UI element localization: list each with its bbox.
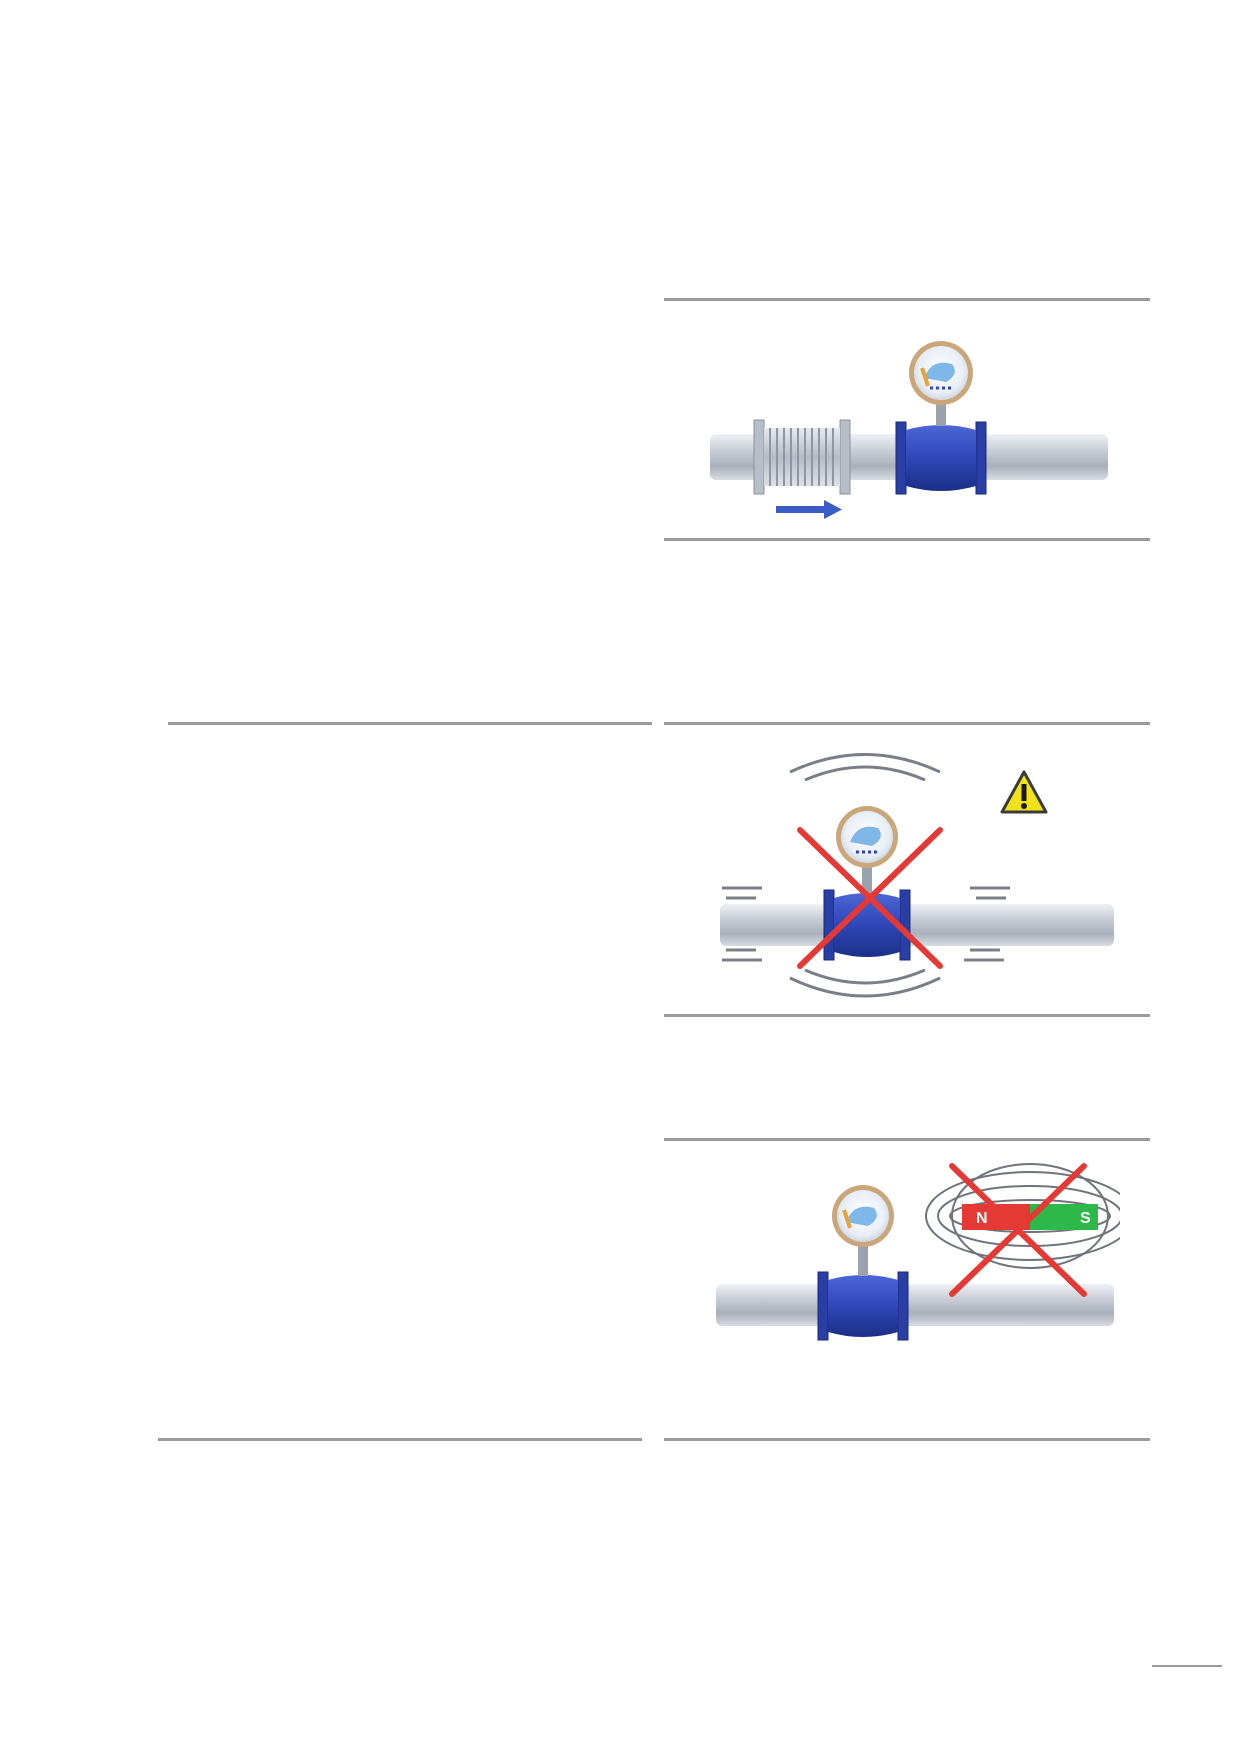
page-corner-mark xyxy=(1152,1665,1222,1667)
flow-meter-icon xyxy=(823,806,911,961)
bellows-icon xyxy=(753,419,851,495)
warning-icon xyxy=(1000,770,1048,814)
magnet-north-label: N xyxy=(976,1210,988,1227)
figure-vibration-warning xyxy=(700,742,1120,1008)
divider-fig3-top xyxy=(664,1138,1150,1141)
red-cross-icon xyxy=(797,827,943,969)
divider-fig2-bottom xyxy=(664,1014,1150,1017)
divider-fig3-bottom xyxy=(664,1438,1150,1441)
flow-meter-icon xyxy=(895,341,987,495)
flow-meter-icon xyxy=(817,1185,909,1341)
figure-magnetic-field-warning: N S xyxy=(700,1152,1120,1352)
pipe xyxy=(716,1284,1114,1326)
magnet-south-label: S xyxy=(1080,1210,1091,1227)
magnetic-field-lines xyxy=(925,1163,1120,1269)
divider-top-right xyxy=(664,298,1150,301)
divider-left-bottom xyxy=(158,1438,642,1441)
red-cross-icon xyxy=(949,1163,1087,1297)
flow-arrow-icon xyxy=(776,500,842,519)
divider-fig2-top xyxy=(664,722,1150,725)
divider-fig1-bottom xyxy=(664,538,1150,541)
vibration-lines xyxy=(722,753,1010,998)
pipe xyxy=(720,904,1114,946)
divider-left-mid xyxy=(168,722,652,725)
figure-bellows-installation xyxy=(700,328,1120,528)
